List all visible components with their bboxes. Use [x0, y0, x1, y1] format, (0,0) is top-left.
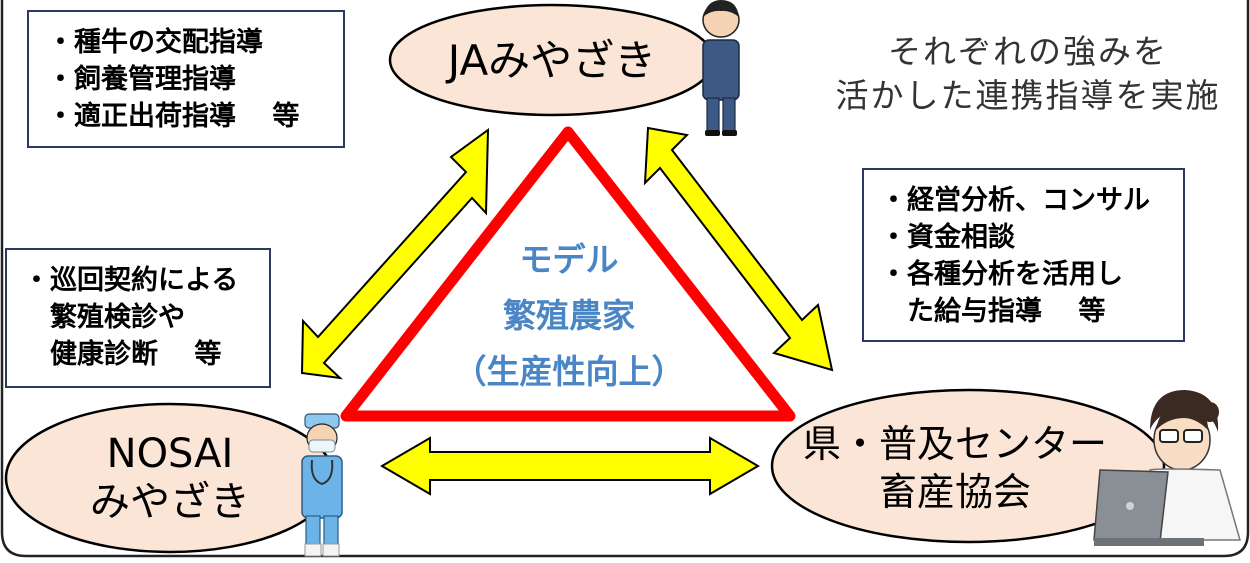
tagline-line: 活かした連携指導を実施	[835, 76, 1221, 115]
nosai-label: NOSAI みやざき	[20, 430, 320, 526]
ja-guidance-item: ・飼養管理指導	[47, 64, 236, 95]
model-farm-label-line: （生産性向上）	[453, 352, 685, 391]
nosai-label-line: NOSAI	[106, 431, 234, 477]
arrow-nosai-pref	[380, 436, 760, 496]
model-farm-label-line: 繁殖農家	[503, 296, 635, 335]
model-farm-label-line: モデル	[519, 240, 619, 279]
pref-guidance-item: ・各種分析を活用し	[880, 259, 1123, 290]
pref-label-line: 畜産協会	[878, 470, 1031, 514]
nosai-guidance-box: ・巡回契約による 繁殖検診や 健康診断 等	[5, 248, 271, 388]
nosai-guidance-item: 繁殖検診や	[23, 302, 185, 333]
pref-guidance-item: ・資金相談	[880, 222, 1015, 253]
pref-label: 県・普及センター 畜産協会	[790, 420, 1120, 516]
ja-staff-figure	[702, 0, 740, 136]
ja-label: JAみやざき	[447, 36, 657, 85]
pref-guidance-box: ・経営分析、コンサル ・資金相談 ・各種分析を活用し た給与指導 等	[862, 168, 1185, 342]
model-farm-triangle	[340, 126, 796, 422]
ja-guidance-item: ・種牛の交配指導	[47, 27, 263, 58]
tagline-line: それぞれの強みを	[888, 32, 1168, 71]
nosai-vet-figure	[301, 413, 343, 557]
nosai-guidance-item: 健康診断 等	[23, 339, 222, 370]
tagline: それぞれの強みを 活かした連携指導を実施	[818, 30, 1238, 118]
nosai-guidance-item: ・巡回契約による	[23, 265, 239, 296]
pref-guidance-item: ・経営分析、コンサル	[880, 185, 1150, 216]
pref-staff-laptop-figure	[1093, 390, 1241, 546]
model-farm-label: モデル 繁殖農家 （生産性向上）	[438, 232, 700, 400]
arrow-ja-nosai	[300, 127, 490, 380]
nosai-label-line: みやざき	[90, 479, 250, 525]
pref-label-line: 県・普及センター	[802, 422, 1107, 466]
pref-ellipse	[770, 388, 1166, 544]
ja-guidance-box: ・種牛の交配指導 ・飼養管理指導 ・適正出荷指導 等	[27, 10, 345, 148]
pref-guidance-item: た給与指導 等	[880, 296, 1106, 327]
ja-guidance-item: ・適正出荷指導 等	[47, 101, 300, 132]
arrow-ja-pref	[643, 126, 834, 372]
